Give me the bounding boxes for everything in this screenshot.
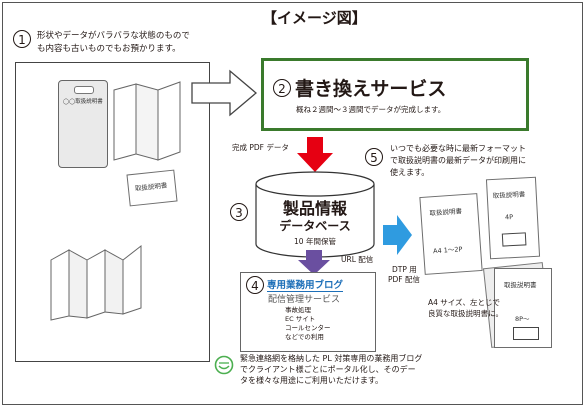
step-5-text-line-3: 使えます。 <box>390 168 430 177</box>
output-8p-label: 取扱説明書 <box>504 281 537 289</box>
output-a4-label: 取扱説明書 <box>429 207 463 218</box>
output-a4-pages: A4 1〜2P <box>432 245 463 256</box>
footer-line-3: タを様々な用途にご利用いただけます。 <box>240 376 384 385</box>
red-down-arrow <box>297 137 333 172</box>
folded-leaflet-illustration <box>113 81 181 161</box>
single-sheet-illustration: 取扱説明書 <box>126 169 178 207</box>
blog-service-subtitle: 配信管理サービス <box>268 295 341 305</box>
step-5-text-line-2: で取扱説明書の最新データが印刷用に <box>390 156 526 165</box>
page-title: 【イメージ図】 <box>262 9 367 27</box>
blog-use-2: EC サイト <box>285 315 316 323</box>
step-1-number: 1 <box>13 30 31 48</box>
diagram-frame <box>2 2 583 405</box>
output-a4-sheet: 取扱説明書 A4 1〜2P <box>419 193 483 275</box>
database-cylinder <box>255 171 375 258</box>
step-2-number: 2 <box>273 79 291 97</box>
output-8p-box <box>513 327 539 340</box>
step-5-text-line-1: いつでも必要な時に最新フォーマット <box>390 144 526 153</box>
output-note-line-1: A4 サイズ、左とじで <box>428 298 501 307</box>
step-3-number: 3 <box>230 203 248 221</box>
database-title-line-1: 製品情報 <box>282 199 347 218</box>
rewrite-service-subtitle: 概ね２週間〜３週間でデータが完成します。 <box>296 105 446 114</box>
footer-line-2: でクライアント様ごとにポータル化し、そのデー <box>240 365 416 374</box>
database-title-line-2: データベース <box>279 219 351 233</box>
blog-use-3: コールセンター <box>285 324 331 332</box>
output-4p-booklet: 取扱説明書 4P <box>485 176 541 260</box>
blue-right-arrow <box>383 215 412 255</box>
purple-down-arrow <box>298 250 330 275</box>
url-delivery-label: URL 配信 <box>341 255 374 264</box>
step-5-number: 5 <box>365 148 383 166</box>
smile-icon <box>214 355 234 375</box>
blog-use-1: 事故処理 <box>285 306 311 314</box>
hanging-manual-card: ◯◯取扱説明書 <box>58 80 108 168</box>
arrow-to-rewrite-service <box>191 69 258 117</box>
hanging-manual-label: ◯◯取扱説明書 <box>63 99 103 105</box>
single-sheet-label: 取扱説明書 <box>134 181 168 193</box>
output-4p-box <box>501 232 527 247</box>
delivery-label-line-2: PDF 配信 <box>388 275 420 284</box>
rewrite-service-box <box>261 58 529 131</box>
step-1-text-line-2: も内容も古いものでもお預かります。 <box>37 44 181 54</box>
output-4p-pages: 4P <box>504 213 514 222</box>
output-note-line-2: 良質な取扱説明書に。 <box>428 309 503 318</box>
blog-use-4: などでの利用 <box>285 333 324 341</box>
output-8p-booklet: 取扱説明書 8P〜 <box>494 268 552 348</box>
step-4-number: 4 <box>246 276 264 294</box>
pdf-data-label: 完成 PDF データ <box>232 143 289 152</box>
footer-line-1: 緊急連絡網を格納した PL 対策専用の業務用ブログ <box>240 354 423 363</box>
output-4p-label: 取扱説明書 <box>492 190 526 201</box>
rewrite-service-title: 書き換えサービス <box>295 78 447 100</box>
accordion-fold-illustration <box>50 244 142 321</box>
blog-service-title: 専用業務用ブログ <box>267 277 344 292</box>
step-1-text-line-1: 形状やデータがバラバラな状態のもので <box>37 31 190 41</box>
output-8p-pages: 8P〜 <box>515 315 530 323</box>
delivery-label-line-1: DTP 用 <box>392 265 417 274</box>
database-retention: 10 年間保管 <box>294 237 336 246</box>
